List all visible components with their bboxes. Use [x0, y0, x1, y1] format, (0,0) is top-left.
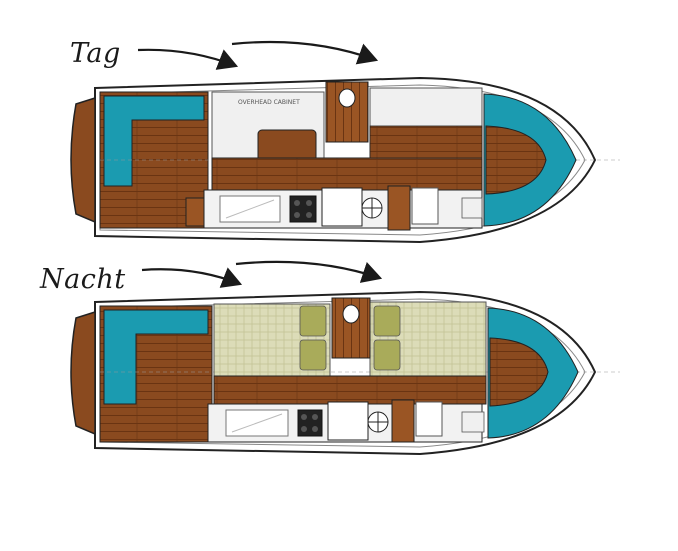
pillow	[299, 305, 327, 337]
aft-bench-cushion	[103, 95, 205, 187]
aft-step	[185, 197, 207, 227]
stove-icon	[289, 195, 317, 223]
cabin-floor	[213, 375, 487, 405]
stove-icon	[297, 409, 323, 437]
pillow	[299, 339, 327, 371]
bow-deck	[489, 337, 549, 407]
helm-console	[391, 399, 415, 443]
bow-deck	[485, 125, 547, 195]
pillow	[373, 305, 401, 337]
helm-seat	[327, 401, 369, 441]
day-layout: OVERHEAD CABINET	[70, 40, 620, 244]
swim-platform	[70, 310, 96, 436]
arrow-right-icon	[231, 40, 379, 65]
toilet-icon	[338, 88, 356, 108]
helm-console	[387, 185, 411, 231]
helm-seat	[321, 187, 363, 227]
day-layout-label: Tag	[70, 38, 121, 69]
toilet-icon	[342, 304, 360, 324]
aft-bench-cushion	[103, 309, 209, 405]
swim-platform	[70, 96, 96, 224]
saloon-floor	[211, 157, 483, 191]
sink-icon	[225, 409, 289, 437]
night-layout	[70, 260, 620, 456]
arrow-right-icon	[141, 267, 243, 288]
pillow	[373, 339, 401, 371]
night-layout-label: Nacht	[40, 264, 126, 295]
arrow-right-icon	[137, 48, 239, 70]
overhead-cabinet-label: OVERHEAD CABINET	[238, 99, 300, 106]
arrow-right-icon	[235, 260, 383, 283]
